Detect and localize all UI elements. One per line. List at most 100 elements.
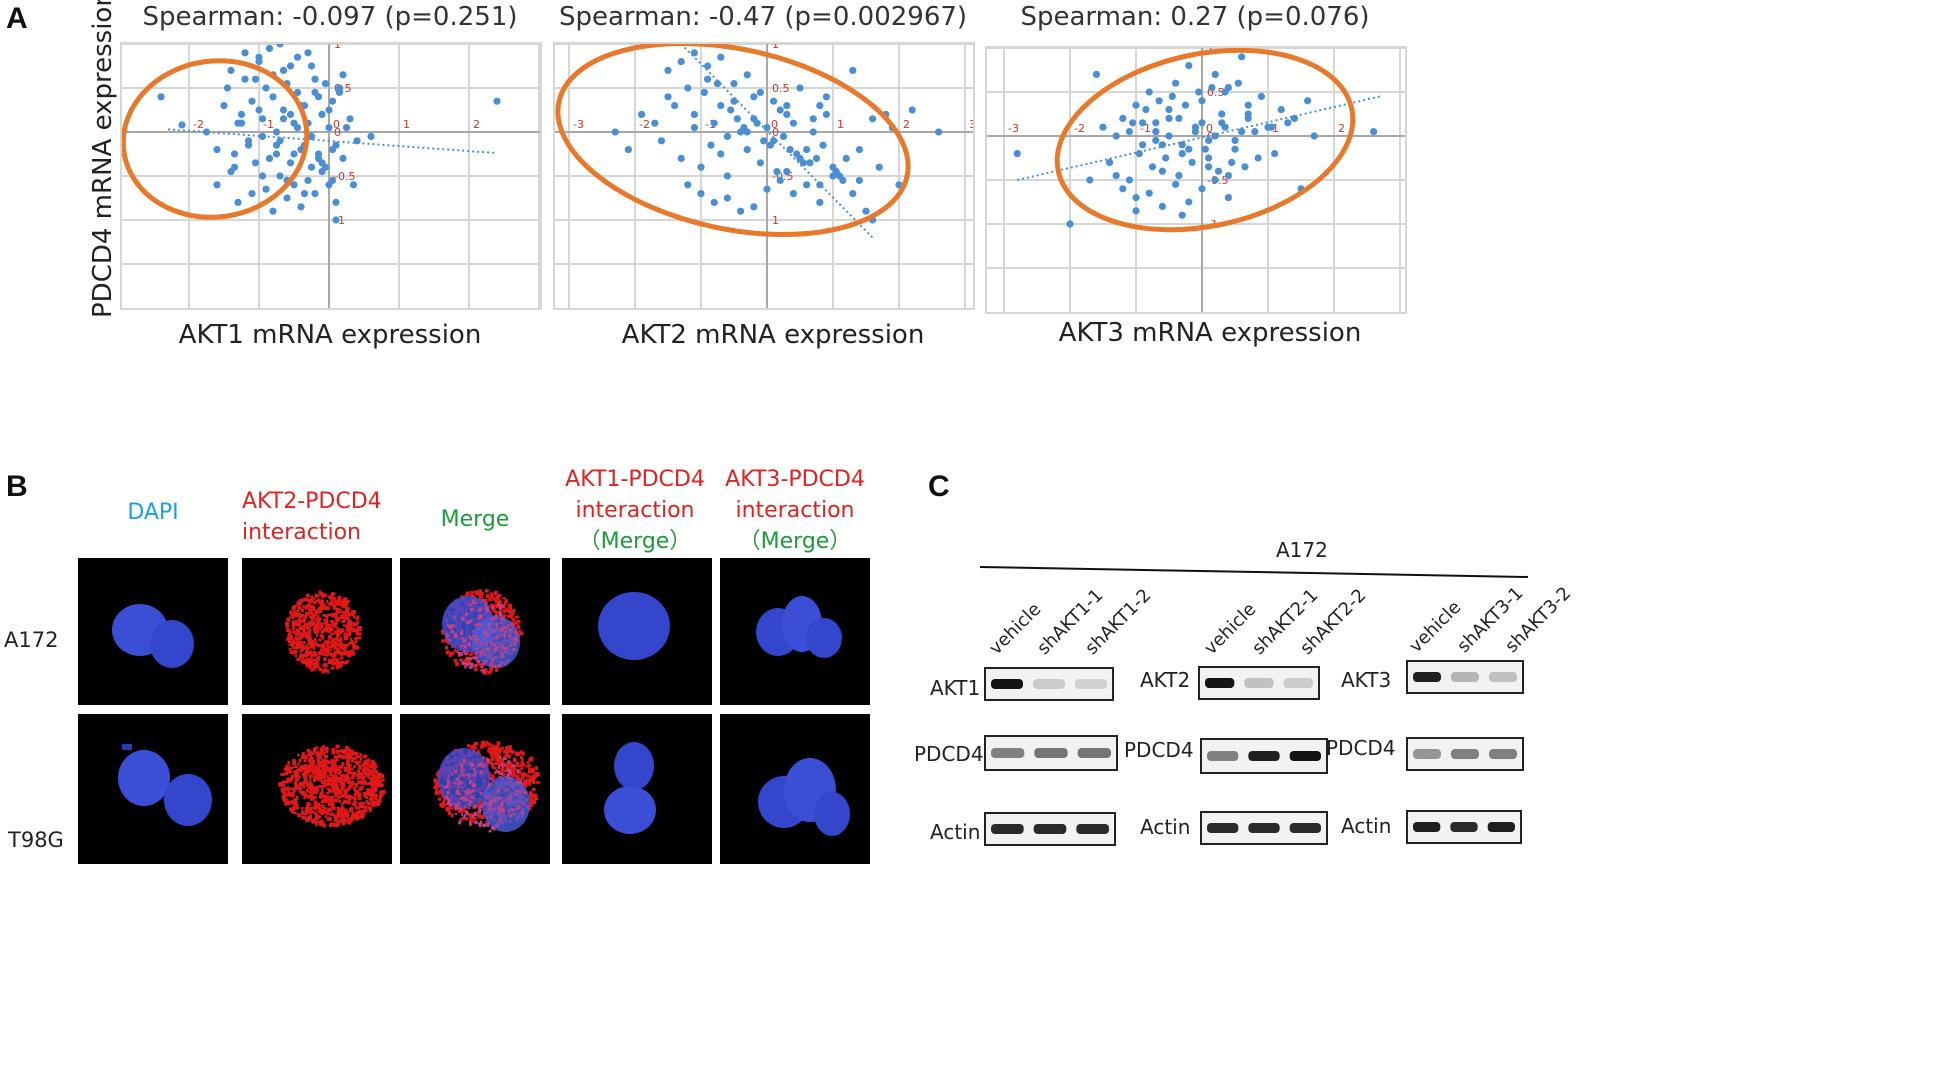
pla-dot	[506, 624, 510, 627]
pla-dot	[344, 789, 349, 794]
pla-dot	[312, 606, 316, 611]
pla-dot	[497, 600, 502, 605]
pla-dot	[376, 772, 382, 776]
blot-actin-g3	[1406, 810, 1522, 844]
pla-dot	[363, 754, 366, 759]
pla-dot	[350, 613, 355, 617]
data-point	[704, 62, 712, 70]
pla-dot	[342, 817, 347, 822]
pla-dot	[326, 791, 330, 795]
pla-dot	[345, 610, 350, 614]
pla-dot	[300, 640, 303, 645]
blot-band	[991, 679, 1023, 689]
pla-dot	[503, 757, 507, 760]
data-point	[1304, 97, 1312, 105]
x-tick-label: 3	[1404, 122, 1405, 135]
pla-dot	[464, 638, 467, 642]
pla-dot	[469, 780, 473, 783]
data-point	[1142, 106, 1150, 114]
pla-dot	[306, 635, 310, 640]
pla-dot	[366, 801, 370, 806]
pla-dot	[332, 604, 337, 607]
pla-dot	[325, 619, 329, 623]
pla-dot	[485, 740, 489, 744]
pla-dot	[494, 747, 498, 752]
pla-dot	[498, 664, 502, 668]
pla-dot	[356, 806, 360, 810]
pla-dot	[500, 758, 504, 763]
lane-label: vehicle	[985, 598, 1046, 659]
pla-dot	[311, 599, 314, 604]
pla-dot	[306, 593, 310, 598]
data-point	[756, 159, 764, 167]
blot-band	[1033, 824, 1067, 834]
pla-dot	[485, 761, 489, 764]
pla-dot	[346, 819, 351, 824]
pla-dot	[518, 780, 521, 785]
pla-dot	[477, 763, 482, 767]
data-point	[367, 132, 375, 140]
pla-dot	[322, 760, 326, 764]
data-point	[311, 190, 319, 198]
pla-dot	[346, 634, 350, 638]
pla-dot	[346, 599, 350, 603]
pla-dot	[521, 801, 525, 804]
pla-dot	[307, 630, 311, 635]
pla-dot	[455, 650, 460, 654]
pla-dot	[313, 806, 317, 810]
pla-dot	[334, 764, 338, 768]
pla-dot	[339, 602, 344, 607]
panel-b-letter: B	[6, 470, 28, 503]
pla-dot	[345, 774, 350, 779]
pla-dot	[324, 794, 328, 798]
pla-dot	[344, 608, 349, 612]
pla-dot	[347, 799, 351, 803]
pla-dot	[333, 597, 337, 600]
pla-dot	[494, 590, 498, 595]
pla-dot	[495, 645, 499, 650]
pla-dot	[314, 811, 318, 815]
pla-dot	[331, 750, 336, 755]
data-point	[262, 185, 270, 193]
pla-dot	[454, 808, 457, 811]
pla-dot	[323, 606, 327, 610]
pla-dot	[319, 810, 323, 814]
pla-dot	[372, 781, 376, 786]
pla-dot	[356, 620, 359, 625]
pla-dot	[368, 807, 372, 813]
pla-dot	[351, 610, 356, 614]
pla-dot	[510, 616, 514, 620]
pla-dot	[471, 602, 474, 605]
pla-dot	[284, 788, 289, 791]
x-tick-label: 1	[1272, 122, 1279, 135]
pla-dot	[326, 644, 329, 648]
data-point	[314, 154, 323, 162]
pla-dot	[322, 745, 325, 748]
pla-dot	[340, 774, 344, 778]
pla-dot	[341, 782, 346, 787]
blot-band	[1077, 748, 1111, 758]
pla-dot	[509, 607, 513, 611]
pla-dot	[498, 612, 503, 615]
data-point	[297, 203, 305, 211]
pla-dot	[315, 768, 320, 773]
pla-dot	[496, 770, 500, 774]
pla-dot	[498, 762, 501, 767]
pla-dot	[317, 658, 320, 662]
pla-dot	[356, 769, 360, 773]
pla-dot	[308, 774, 313, 778]
pla-dot	[305, 648, 309, 653]
pla-dot	[333, 623, 337, 627]
pla-dot	[494, 771, 497, 775]
pla-dot	[482, 669, 486, 674]
pla-dot	[312, 776, 317, 779]
blot-label: Actin	[930, 820, 981, 844]
pla-dot	[343, 799, 347, 803]
pla-dot	[359, 810, 364, 814]
pla-dot	[464, 594, 467, 598]
pla-dot	[351, 649, 355, 653]
pla-dot	[435, 785, 439, 790]
pla-dot	[529, 791, 533, 797]
data-point	[1244, 114, 1252, 122]
